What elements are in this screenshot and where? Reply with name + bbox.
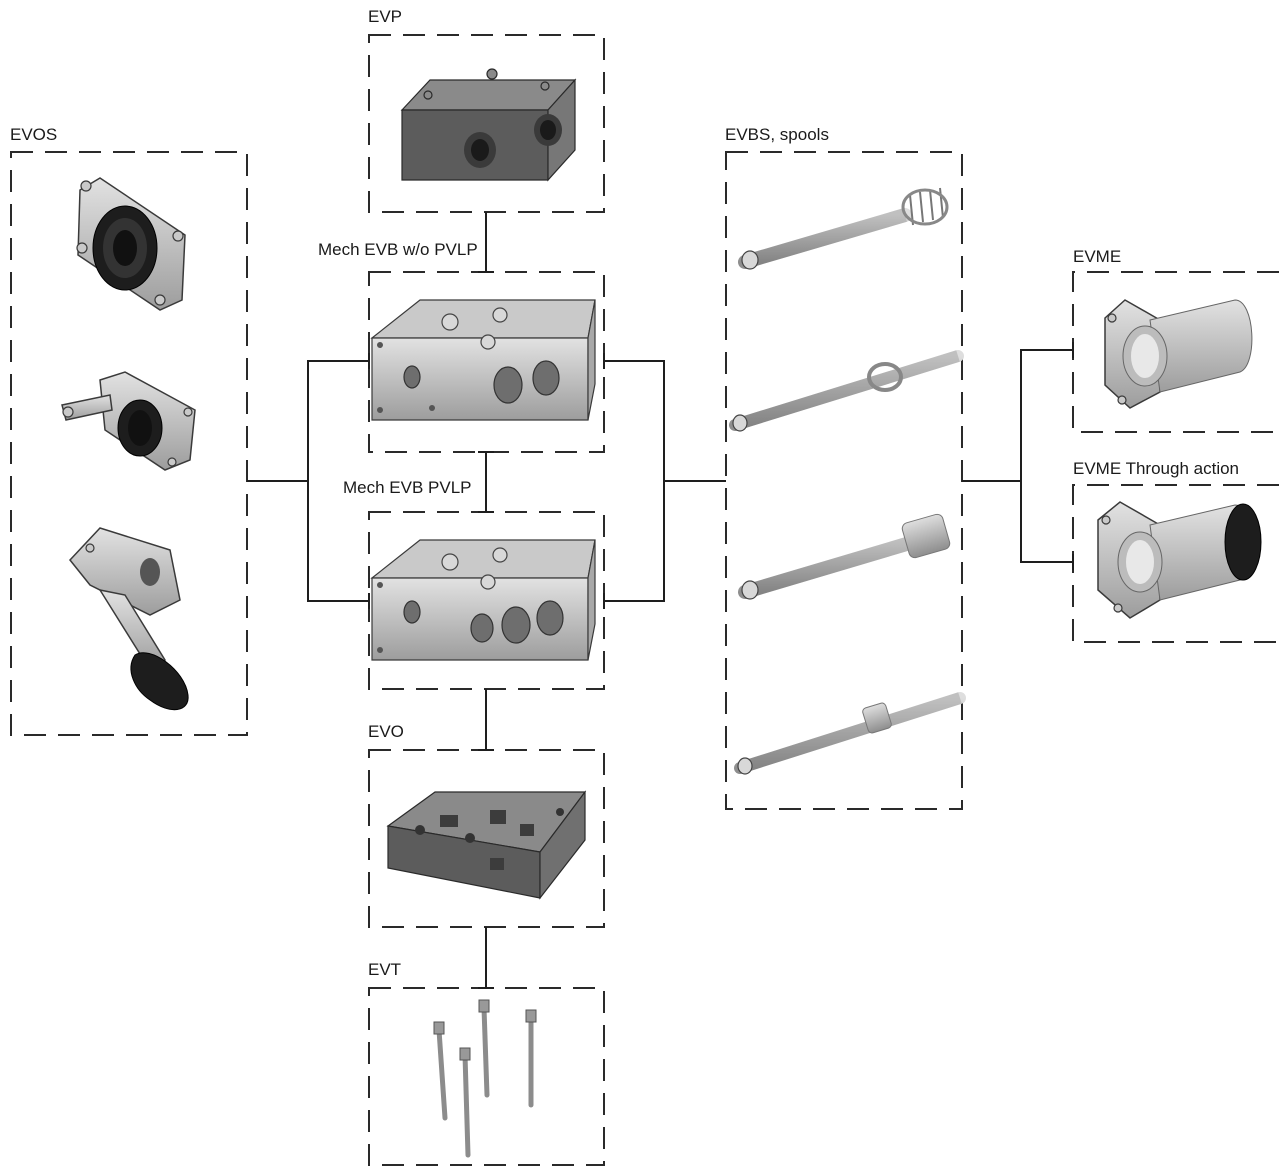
label-evme-through-action: EVME Through action [1073,459,1239,478]
label-evbs-spools: EVBS, spools [725,125,829,144]
label-mech-evb-wo-pvlp: Mech EVB w/o PVLP [318,240,478,259]
spool-2-image [733,356,958,431]
connector-lines [247,212,1073,988]
label-mech-evb-pvlp: Mech EVB PVLP [343,478,472,497]
label-evt: EVT [368,960,401,979]
label-evo: EVO [368,722,404,741]
evos-lever-base-image [77,178,185,310]
evos-pedal-image [70,528,188,710]
label-evp: EVP [368,7,402,26]
evo-module-image [388,792,585,898]
evos-lever-linkage-image [62,372,195,470]
evp-module-image [402,69,575,180]
evt-tie-rods-image [434,1000,536,1155]
evme-through-action-image [1098,502,1261,618]
mech-evb-wo-pvlp-image [372,300,595,420]
spool-3-image [742,513,951,599]
label-evos: EVOS [10,125,57,144]
label-evme: EVME [1073,247,1121,266]
mech-evb-pvlp-image [372,540,595,660]
evme-image [1105,300,1252,408]
spool-1-image [742,188,947,269]
spool-4-image [738,698,960,774]
